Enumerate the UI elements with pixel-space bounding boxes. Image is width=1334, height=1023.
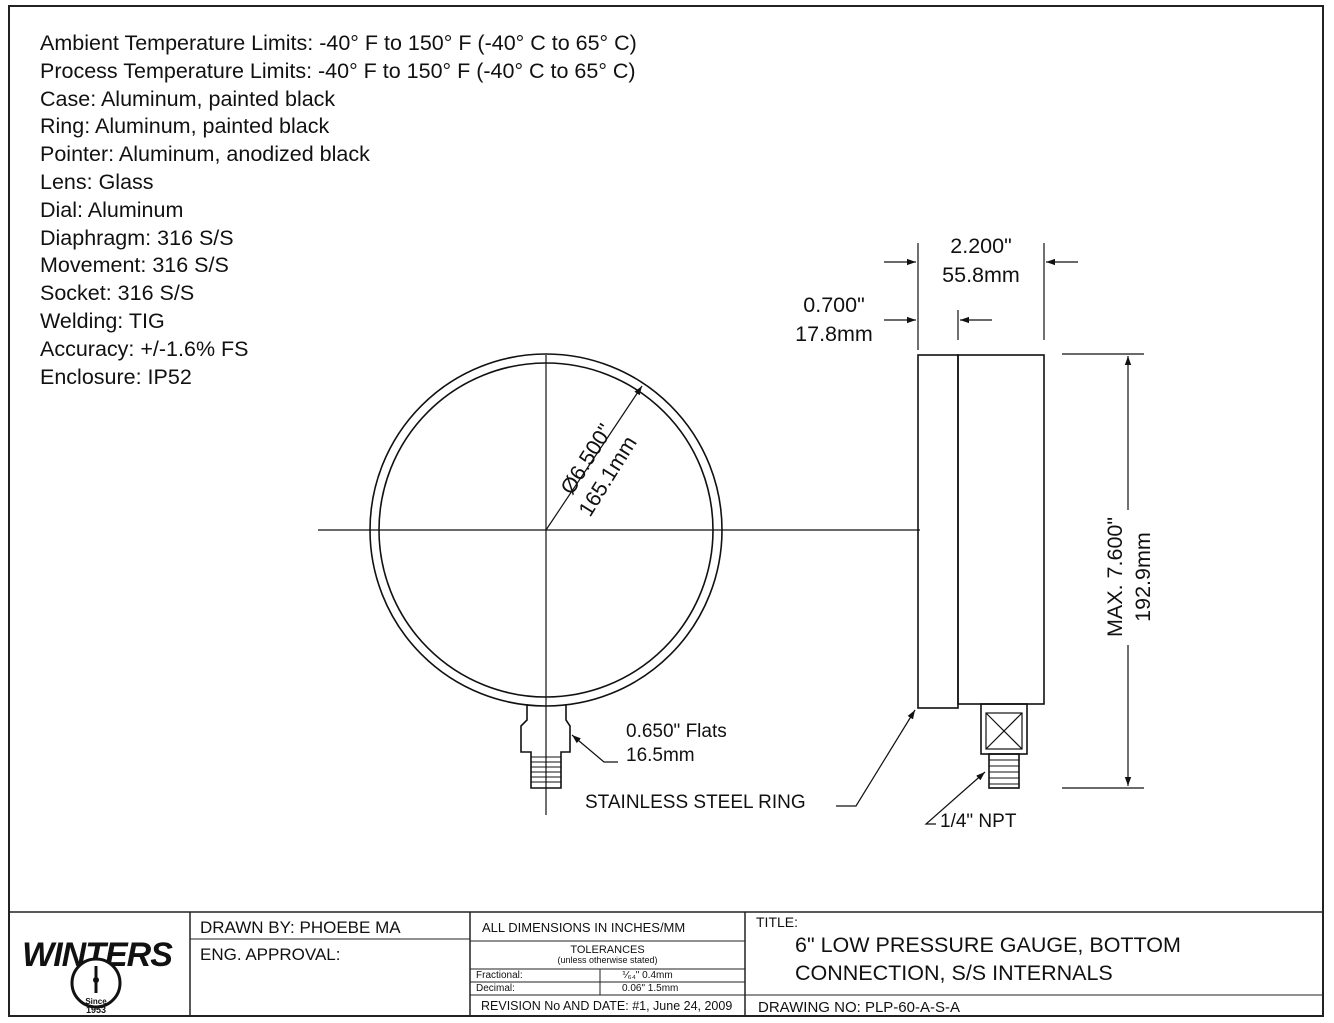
drawing-number: DRAWING NO: PLP-60-A-S-A (758, 999, 960, 1016)
spec-welding: Welding: TIG (40, 308, 165, 333)
spec-process-temp: Process Temperature Limits: -40° F to 15… (40, 58, 636, 83)
bottom-socket (520, 704, 571, 789)
title-block-grid (9, 911, 1323, 1016)
logo-since: Since (85, 997, 107, 1006)
height-mm-label: 192.9mm (1131, 532, 1155, 622)
spec-enclosure: Enclosure: IP52 (40, 364, 192, 389)
spec-movement: Movement: 316 S/S (40, 253, 229, 278)
decimal-label: Decimal: (476, 983, 515, 994)
winters-logo: WINTERS Since 1953 (22, 936, 174, 1015)
flats-mm-label: 16.5mm (626, 745, 695, 766)
bezel-ring (917, 354, 959, 709)
depth-in-label: 2.200" (950, 234, 1011, 258)
wrench-flats-box (985, 712, 1023, 750)
ring-leader (836, 709, 916, 807)
fractional-label: Fractional: (476, 970, 523, 981)
flats-leader (571, 734, 618, 763)
npt-label: 1/4" NPT (940, 811, 1017, 832)
gauge-case (957, 354, 1045, 705)
fractional-value: ⅟₆₄" 0.4mm (622, 970, 673, 981)
ring-in-label: 0.700" (803, 293, 864, 317)
flats-in-label: 0.650" Flats (626, 721, 727, 742)
spec-diaphragm: Diaphragm: 316 S/S (40, 225, 234, 250)
depth-mm-label: 55.8mm (942, 263, 1020, 287)
spec-dial: Dial: Aluminum (40, 197, 184, 222)
spec-ring: Ring: Aluminum, painted black (40, 114, 330, 139)
tolerances-note: (unless otherwise stated) (557, 955, 658, 965)
front-view (318, 353, 920, 815)
height-in-label: MAX. 7.600" (1103, 517, 1127, 637)
diameter-leader (545, 385, 643, 531)
ring-mm-label: 17.8mm (795, 322, 873, 346)
title-line-1: 6" LOW PRESSURE GAUGE, BOTTOM (795, 933, 1181, 957)
all-dimensions-note: ALL DIMENSIONS IN INCHES/MM (482, 920, 686, 935)
spec-lens: Lens: Glass (40, 169, 154, 194)
spec-list: Ambient Temperature Limits: -40° F to 15… (40, 30, 637, 391)
decimal-value: 0.06" 1.5mm (622, 983, 679, 994)
drawing-frame (8, 5, 1324, 1017)
stainless-ring-label: STAINLESS STEEL RING (585, 792, 806, 813)
logo-year: 1953 (86, 1005, 106, 1015)
side-npt-thread (988, 753, 1020, 789)
spec-accuracy: Accuracy: +/-1.6% FS (40, 336, 249, 361)
drawn-by: DRAWN BY: PHOEBE MA (200, 918, 401, 937)
tolerances-heading: TOLERANCES (570, 944, 645, 956)
title-line-2: CONNECTION, S/S INTERNALS (795, 961, 1113, 985)
spec-pointer: Pointer: Aluminum, anodized black (40, 142, 370, 167)
spec-ambient-temp: Ambient Temperature Limits: -40° F to 15… (40, 31, 637, 55)
title-label: TITLE: (756, 914, 799, 930)
revision-info: REVISION No AND DATE: #1, June 24, 2009 (481, 999, 733, 1013)
eng-approval: ENG. APPROVAL: (200, 945, 341, 964)
spec-case: Case: Aluminum, painted black (40, 86, 336, 111)
side-view (836, 243, 1144, 825)
npt-leader (924, 771, 986, 825)
socket-thread (531, 756, 561, 783)
spec-socket: Socket: 316 S/S (40, 281, 195, 306)
